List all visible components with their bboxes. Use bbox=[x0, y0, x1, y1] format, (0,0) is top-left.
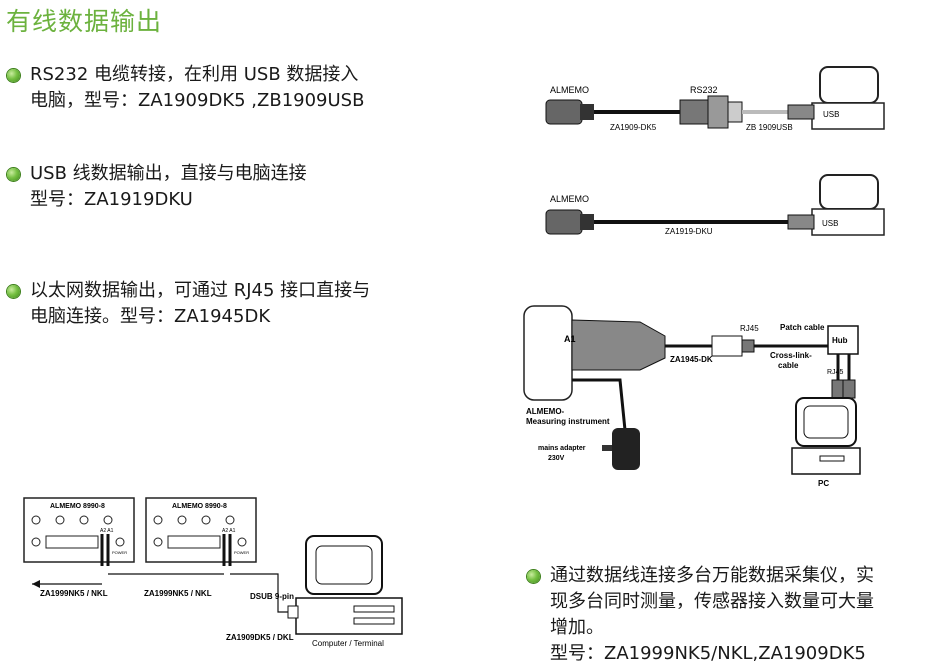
label-almemo: ALMEMO bbox=[550, 194, 589, 204]
label-dsub: DSUB 9-pin bbox=[250, 592, 294, 601]
ethernet-diagram: A1 ZA1945-DK RJ45 Patch cable Hub Cross-… bbox=[523, 305, 861, 488]
instrument-body bbox=[523, 305, 573, 401]
cable-line bbox=[230, 573, 296, 613]
feature-text: 增加。 bbox=[550, 617, 604, 638]
feature-text: 型号：ZA1999NK5/NKL,ZA1909DK5 bbox=[550, 643, 866, 664]
almemo-plug bbox=[545, 209, 583, 235]
almemo-device-1 bbox=[23, 497, 135, 563]
feature-text: 型号：ZA1919DKU bbox=[30, 189, 193, 210]
laptop-base bbox=[811, 208, 885, 236]
bullet-icon bbox=[7, 69, 20, 82]
bullet-icon bbox=[7, 168, 20, 181]
power-label: POWER bbox=[234, 550, 249, 555]
label-rs232: RS232 bbox=[690, 85, 718, 95]
label-cross: Cross-link- bbox=[770, 351, 812, 360]
feature-text: 现多台同时测量，传感器接入数量可大量 bbox=[550, 591, 874, 612]
port-label: A2 A1 bbox=[222, 528, 236, 534]
label-adapter: 230V bbox=[548, 455, 565, 462]
feature-text: USB 线数据输出，直接与电脑连接 bbox=[30, 163, 307, 184]
label-hub: Hub bbox=[832, 336, 848, 345]
label-cable: ZA1919-DKU bbox=[665, 227, 713, 236]
network-diagram: ALMEMO 8990-8 ALMEMO 8990-8 A2 A1 A2 A1 … bbox=[23, 497, 403, 648]
rj45-module bbox=[571, 319, 666, 371]
label-computer: Computer / Terminal bbox=[312, 639, 384, 648]
feature-text: RS232 电缆转接，在利用 USB 数据接入 bbox=[30, 64, 359, 85]
rj45-plug bbox=[711, 335, 743, 357]
label-rj45: RJ45 bbox=[740, 324, 759, 333]
label-rj45: RJ45 bbox=[827, 369, 843, 376]
rs232-usb-diagram: ALMEMO RS232 ZA1909-DK5 ZB 1909USB USB bbox=[545, 66, 885, 132]
label-cable: ZA1999NK5 / NKL bbox=[144, 589, 212, 598]
laptop-screen bbox=[819, 66, 879, 104]
feature-text: 通过数据线连接多台万能数据采集仪，实 bbox=[550, 565, 874, 586]
device-label: ALMEMO 8990-8 bbox=[50, 503, 105, 510]
almemo-device-2 bbox=[145, 497, 257, 563]
bullet-icon bbox=[7, 285, 20, 298]
label-pc: PC bbox=[818, 479, 829, 488]
page-title: 有线数据输出 bbox=[6, 7, 163, 36]
usb-plug bbox=[787, 104, 815, 120]
almemo-plug bbox=[545, 99, 583, 125]
label-cable: ZB 1909USB bbox=[746, 123, 793, 132]
hub-box bbox=[827, 325, 859, 355]
arrow-left-icon bbox=[32, 580, 40, 588]
laptop-screen bbox=[819, 174, 879, 210]
feature-network: 通过数据线连接多台万能数据采集仪，实 现多台同时测量，传感器接入数量可大量 增加… bbox=[550, 563, 874, 667]
usb-direct-diagram: ALMEMO ZA1919-DKU USB bbox=[545, 174, 885, 236]
feature-text: 电脑连接。型号：ZA1945DK bbox=[30, 306, 271, 327]
label-cable: ZA1909DK5 / DKL bbox=[226, 633, 294, 642]
label-usb: USB bbox=[822, 219, 838, 228]
label-a1: A1 bbox=[564, 334, 576, 344]
label-cross: cable bbox=[778, 361, 799, 370]
device-label: ALMEMO 8990-8 bbox=[172, 503, 227, 510]
usb-plug bbox=[787, 214, 815, 230]
label-patch: Patch cable bbox=[780, 323, 825, 332]
power-label: POWER bbox=[112, 550, 127, 555]
feature-ethernet: 以太网数据输出，可通过 RJ45 接口直接与 电脑连接。型号：ZA1945DK bbox=[30, 278, 370, 330]
power-cable bbox=[572, 378, 627, 431]
label-instrument: Measuring instrument bbox=[526, 417, 610, 426]
rs232-connector bbox=[679, 99, 709, 125]
label-adapter: mains adapter bbox=[538, 445, 586, 452]
bullet-icon bbox=[527, 570, 540, 583]
port-label: A2 A1 bbox=[100, 528, 114, 534]
feature-rs232: RS232 电缆转接，在利用 USB 数据接入 电脑，型号：ZA1909DK5 … bbox=[30, 62, 364, 114]
mains-adapter bbox=[612, 428, 640, 470]
label-instrument: ALMEMO- bbox=[526, 407, 565, 416]
label-cable: ZA1909-DK5 bbox=[610, 123, 657, 132]
label-cable: ZA1999NK5 / NKL bbox=[40, 589, 108, 598]
feature-text: 以太网数据输出，可通过 RJ45 接口直接与 bbox=[30, 280, 371, 301]
feature-text: 电脑，型号：ZA1909DK5 ,ZB1909USB bbox=[30, 90, 365, 111]
label-cable: ZA1945-DK bbox=[670, 355, 713, 364]
label-usb: USB bbox=[823, 110, 839, 119]
feature-usb: USB 线数据输出，直接与电脑连接 型号：ZA1919DKU bbox=[30, 161, 307, 213]
computer-base bbox=[295, 597, 403, 635]
label-almemo: ALMEMO bbox=[550, 85, 589, 95]
